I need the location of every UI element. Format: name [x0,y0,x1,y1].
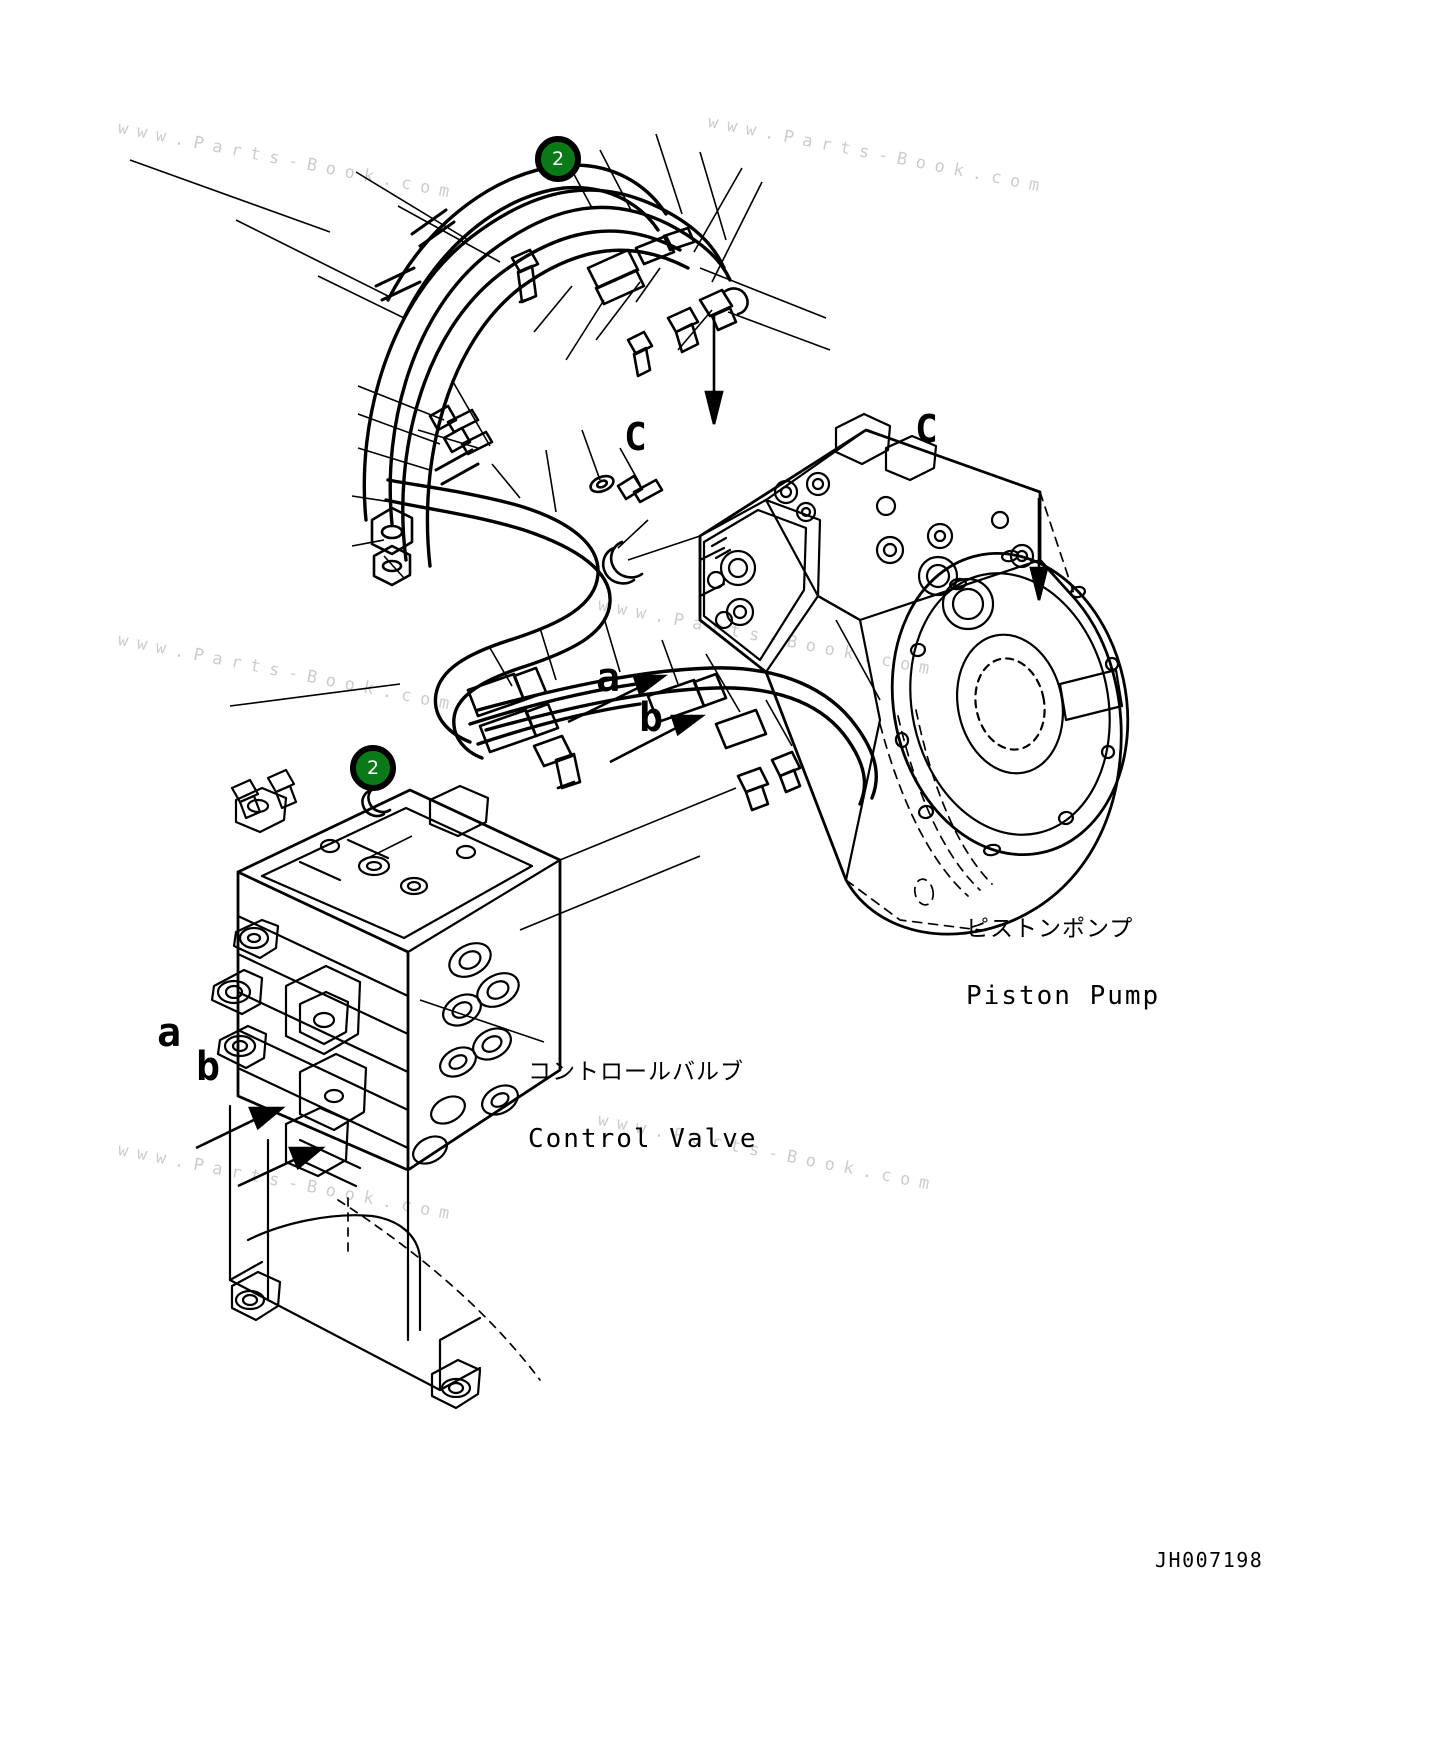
arrow-section-c-right [1029,498,1049,601]
part-badge-2-valve[interactable]: 2 [350,745,396,791]
arrow-detail-b-upper [609,714,706,764]
hose-clamp-ring [601,540,644,585]
section-mark-c-left: C [624,415,647,459]
part-badge-2-top[interactable]: 2 [535,136,581,182]
control-valve-label-en: Control Valve [528,1123,758,1154]
drawing-number: JH007198 [1155,1548,1264,1572]
valve-right-ports [412,942,520,1165]
valve-hidden-lines [337,859,561,1381]
elbow-fitting-valve-right [736,750,802,812]
piston-pump-label-jp: ピストンポンプ [966,915,1134,942]
hose-fitting [586,226,696,306]
bolt-upper-b [442,426,494,456]
component-label-piston-pump: ピストンポンプ Piston Pump [966,878,1160,1049]
elbow-fitting-ab [532,734,582,790]
hose-upper-inner [401,229,690,568]
nut-lower-left [370,506,414,556]
hose-ferrule [466,666,768,754]
detail-mark-a-lower: a [157,1010,182,1056]
bolt-upper-a [428,404,480,434]
arrow-detail-b-lower [237,1146,326,1188]
valve-front-detail [284,964,368,1188]
hose-lower-right [476,666,878,806]
leader-lines [129,133,881,1043]
control-valve-label-jp: コントロールバルブ [528,1058,744,1085]
valve-top-port-stubs [230,768,298,820]
hose-clamp-band [374,208,480,486]
control-valve-assembly [210,768,562,1410]
arrow-section-c-left [704,314,724,425]
arrow-detail-a-lower [195,1106,286,1150]
piston-pump-assembly [698,412,1130,936]
pump-hidden-lines [845,491,1077,931]
washer-mid [589,474,615,494]
pump-ports [698,546,734,630]
valve-mount-bracket [228,1104,482,1410]
tee-fitting-cluster [626,287,749,378]
detail-mark-b-upper: b [639,695,664,741]
piston-pump-label-en: Piston Pump [966,980,1161,1011]
hose-upper-outer [362,188,732,526]
arrow-detail-a-upper [567,674,668,724]
detail-mark-a-upper: a [596,655,621,701]
component-label-control-valve: コントロールバルブ Control Valve [528,1021,758,1192]
bolt-mid [616,474,664,504]
detail-mark-b-lower: b [196,1044,221,1090]
hose-middle-pair [384,478,612,760]
elbow-fitting-top [510,248,540,304]
nut-lower-left-2 [372,544,412,587]
section-arrows [195,314,1049,1188]
valve-spool-caps [210,918,280,1070]
section-mark-c-right: C [915,407,938,451]
